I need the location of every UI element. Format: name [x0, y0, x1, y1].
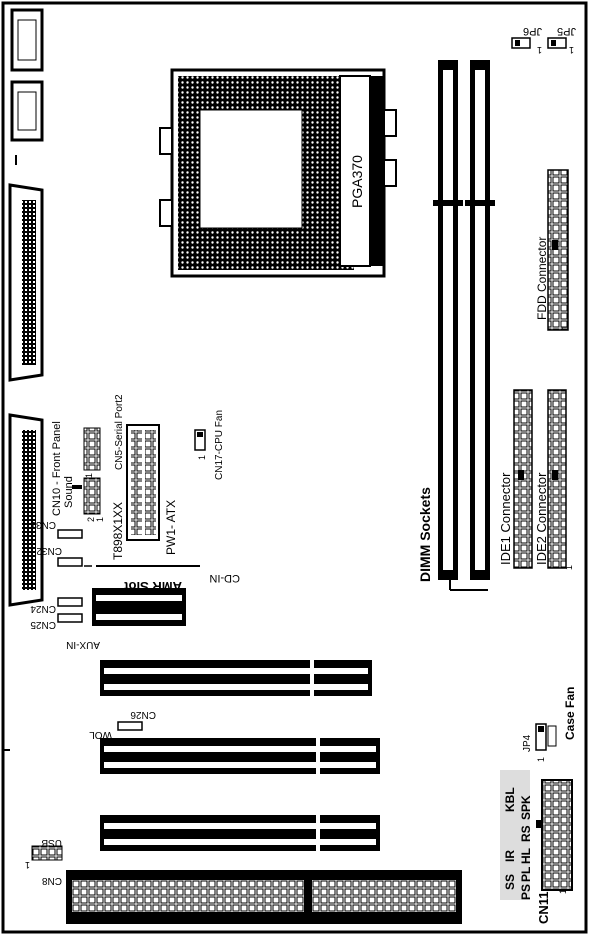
- fdd-pin1: 1: [560, 325, 570, 330]
- cn11-pin1: 1: [558, 889, 568, 894]
- sound-label: Sound: [63, 476, 75, 508]
- pci-slot-1: [100, 660, 372, 696]
- cn17-cpu-fan-label: CN17-CPU Fan: [214, 410, 225, 480]
- jp5-jumper: JP5 1: [547, 25, 576, 55]
- jp4-label: JP4: [522, 734, 533, 752]
- io-ports-left: [8, 8, 44, 607]
- ir-label: IR: [503, 850, 517, 862]
- cn8-usb: USB CN8 1: [25, 837, 63, 886]
- ide1-connector-label: IDE1 Connector: [498, 472, 513, 565]
- cn5-serial-port2-label: CN5-Serial Port2: [114, 394, 125, 470]
- cn26-wol: CN26 WOL: [89, 709, 156, 740]
- pw1-atx-label: PW1- ATX: [164, 500, 178, 555]
- case-fan-label: Case Fan: [563, 687, 577, 740]
- cn17-pin1: 1: [197, 455, 207, 460]
- pci-slot-2: [100, 738, 380, 774]
- ide2-connector-label: IDE2 Connector: [534, 472, 549, 565]
- cn10-front-panel-label: CN10 - Front Panel: [51, 421, 63, 516]
- kbl-label: KBL: [503, 787, 517, 812]
- usb-label: USB: [41, 837, 62, 848]
- cn8-pin1: 1: [25, 860, 30, 870]
- dimm-sockets-label: DIMM Sockets: [417, 487, 433, 582]
- pga370-label: PGA370: [349, 155, 365, 208]
- ide2-connector: IDE2 Connector 1: [534, 389, 574, 570]
- hl-label: HL: [519, 848, 533, 864]
- jp6-jumper: JP6 1: [511, 25, 542, 55]
- cn26-label: CN26: [130, 709, 156, 720]
- cn8-label: CN8: [42, 875, 62, 886]
- cpu-socket-pga370: PGA370: [159, 68, 397, 278]
- wol-label: WOL: [89, 729, 112, 740]
- cn5-pin1: 1: [84, 473, 94, 478]
- spk-label: SPK: [519, 795, 533, 820]
- cn5-serial-port2: CN5-Serial Port2 1: [83, 394, 125, 478]
- cn24-cn25-aux-in: CN24 CN25 AUX-IN: [30, 597, 100, 650]
- ss-label: SS: [503, 874, 517, 890]
- cn11-front-panel-header: KBL IR SS SPK RS HL PL PS CN11 1: [500, 770, 573, 924]
- t898x1xx-label: T898X1XX: [111, 502, 125, 560]
- cn10-pin2: 2: [86, 517, 96, 522]
- amr-slot-label: AMR Slot: [124, 579, 182, 594]
- ide1-connector: IDE1 Connector: [498, 389, 533, 569]
- fdd-connector-label: FDD Connector: [535, 237, 549, 320]
- cd-in-label: CD-IN: [209, 572, 240, 584]
- ps-label: PS: [519, 884, 533, 900]
- isa-slot: [66, 870, 462, 924]
- jp4-pin1: 1: [536, 757, 546, 762]
- fdd-connector: FDD Connector 1: [535, 169, 570, 331]
- cn10-front-panel: CN10 - Front Panel Sound T898X1XX 2 1: [51, 421, 125, 560]
- pl-label: PL: [519, 867, 533, 882]
- cn25-label: CN25: [30, 619, 56, 630]
- aux-in-label: AUX-IN: [66, 639, 100, 650]
- rs-label: RS: [519, 825, 533, 842]
- jp4-case-fan: JP4 Case Fan 1: [522, 687, 577, 762]
- ide2-pin1: 1: [564, 565, 574, 570]
- jp5-pin1: 1: [569, 45, 574, 55]
- pw1-atx-connector: PW1- ATX: [126, 424, 178, 555]
- cn11-label: CN11: [536, 891, 551, 924]
- cn31-cn32-connectors: CN31 CN32: [30, 519, 92, 567]
- jp6-label: JP6: [523, 25, 542, 37]
- cn17-cpu-fan: CN17-CPU Fan 1: [194, 410, 225, 480]
- jp5-label: JP5: [557, 25, 576, 37]
- cn32-label: CN32: [36, 545, 62, 556]
- cn24-label: CN24: [30, 603, 56, 614]
- dimm-sockets: DIMM Sockets: [417, 60, 495, 591]
- pci-slot-3: [100, 815, 380, 851]
- cn10-pin1: 1: [95, 517, 105, 522]
- cn31-label: CN31: [30, 519, 56, 530]
- jp6-pin1: 1: [537, 45, 542, 55]
- amr-slot: AMR Slot: [92, 579, 186, 626]
